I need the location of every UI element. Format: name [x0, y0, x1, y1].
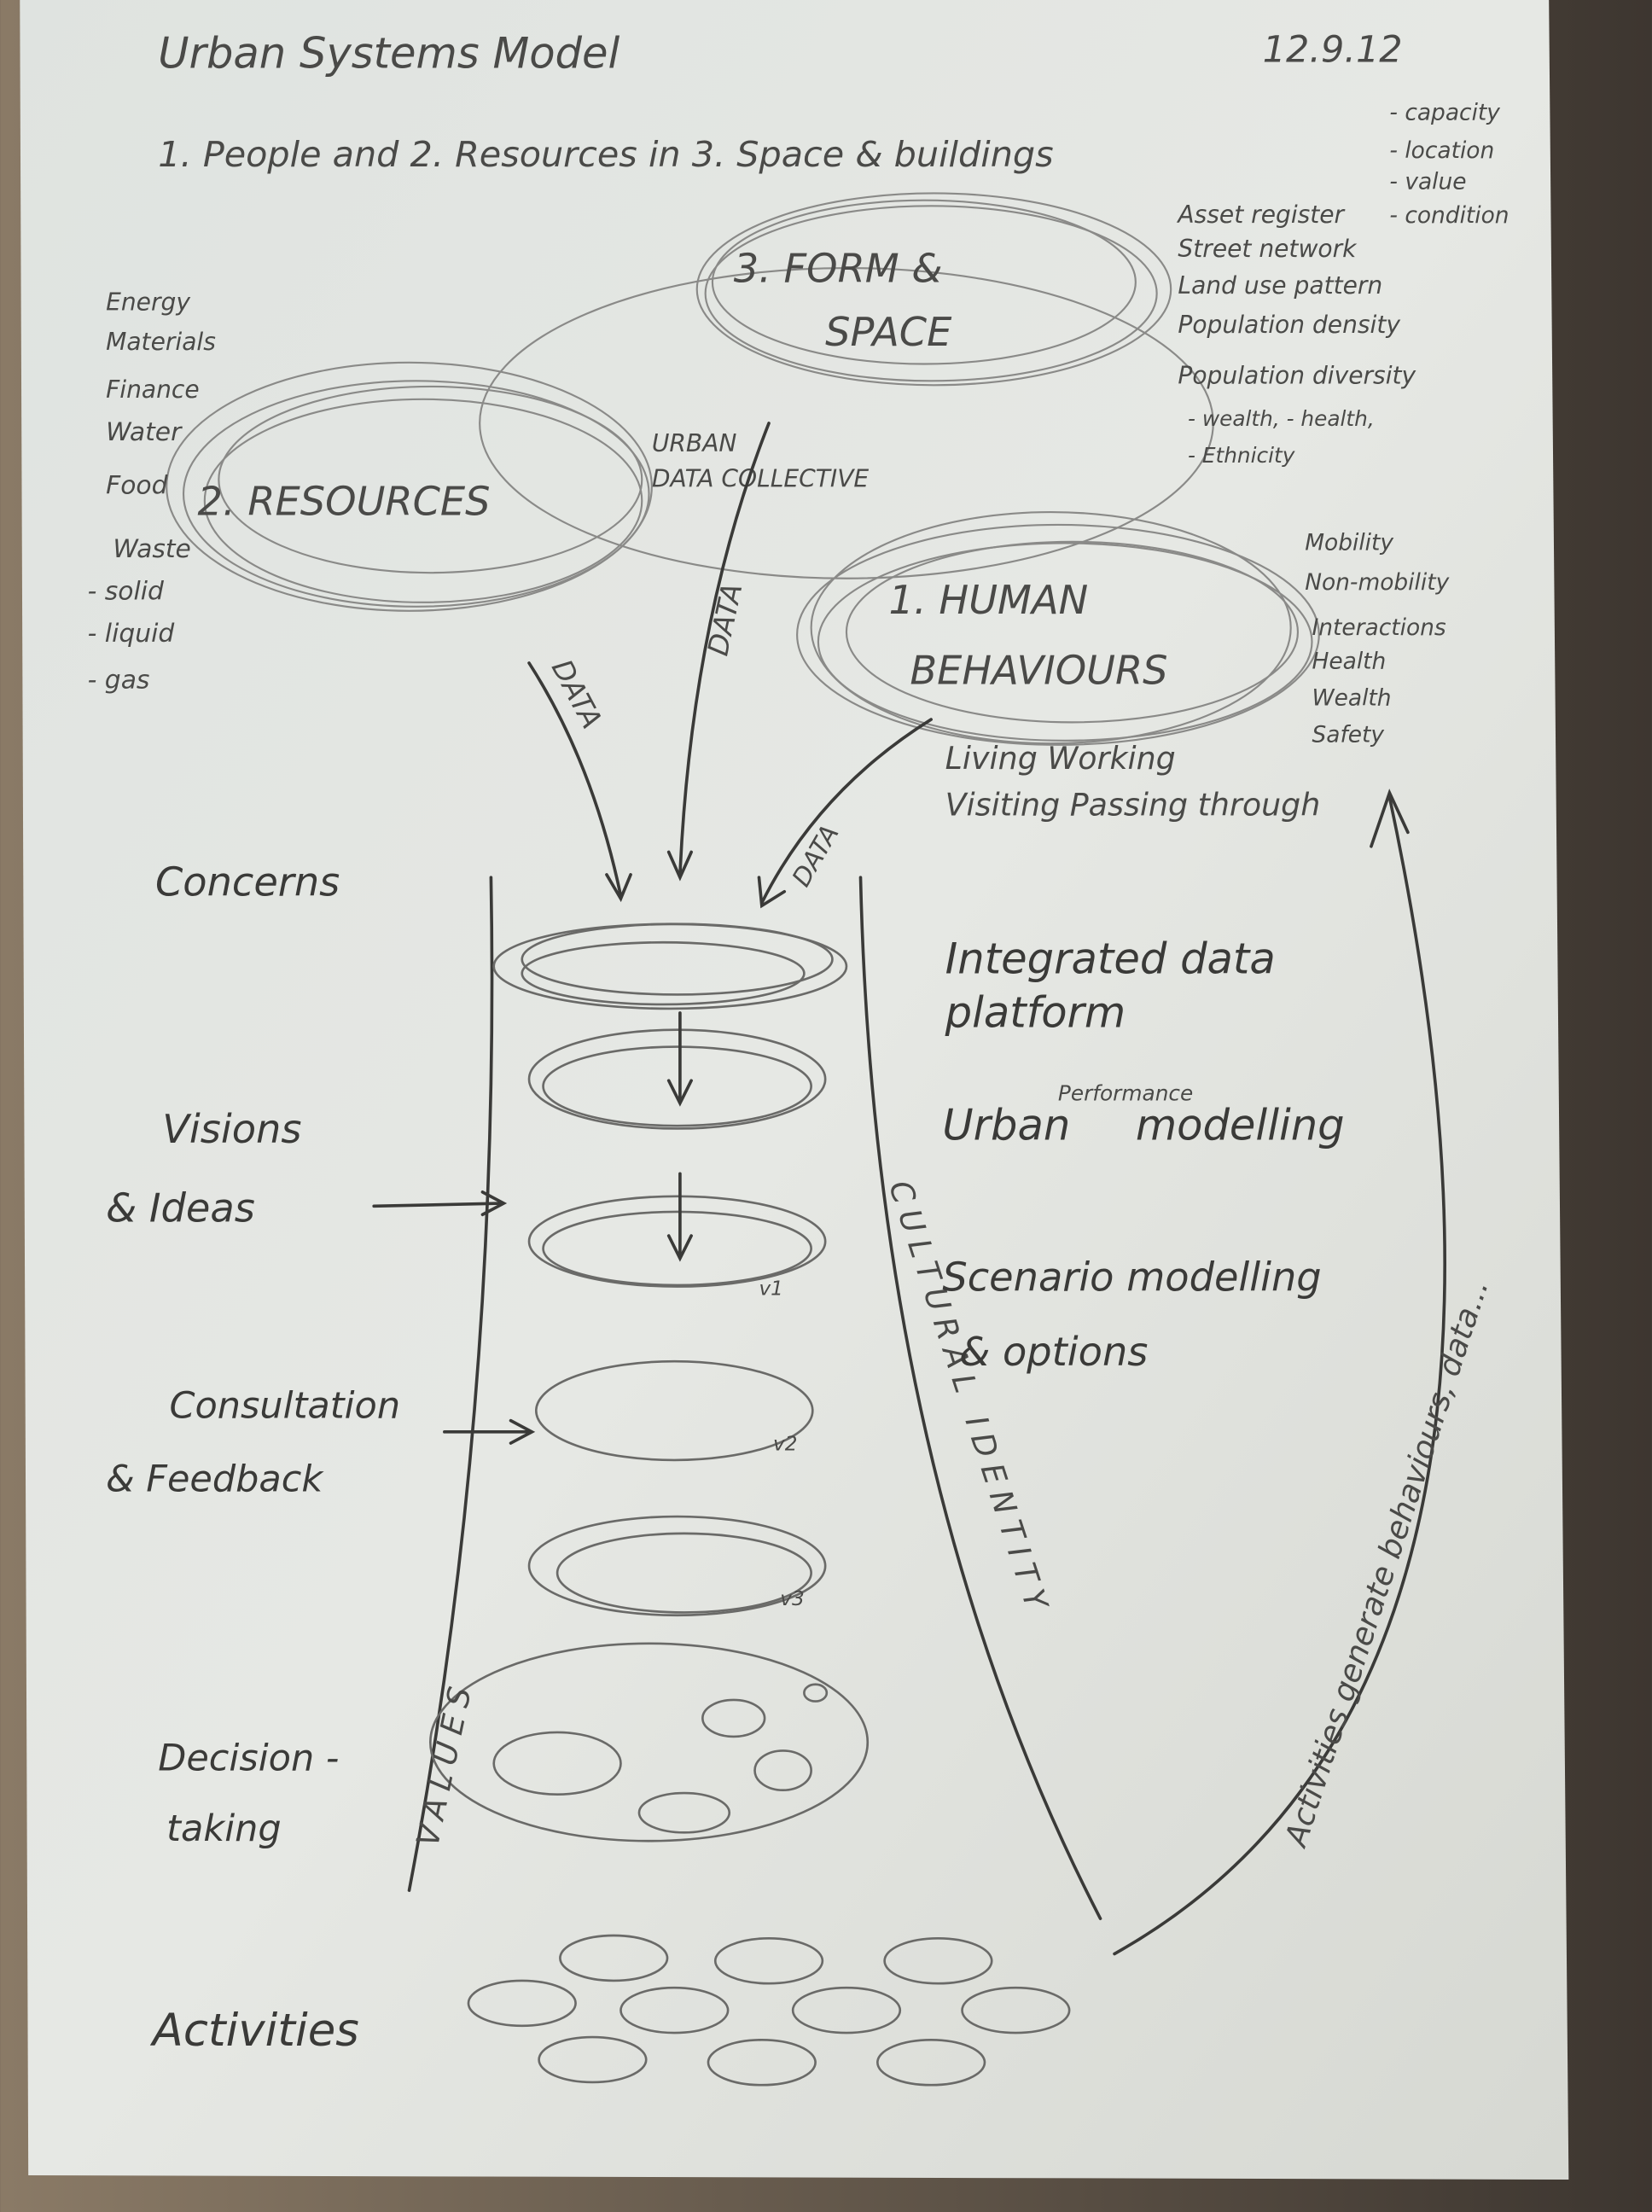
svg-text:Integrated data: Integrated data — [945, 934, 1276, 984]
form-space-label: 3. FORM & — [734, 246, 943, 292]
paper-sheet — [20, 0, 1569, 2180]
svg-text:taking: taking — [166, 1807, 282, 1850]
svg-text:- gas: - gas — [88, 666, 150, 696]
svg-text:- wealth, - health,: - wealth, - health, — [1188, 406, 1375, 431]
resources-list: Energy Materials Finance Water Food Wast… — [88, 288, 217, 696]
human-behaviours-cluster: 1. HUMAN BEHAVIOURS — [796, 510, 1320, 746]
diagram-subtitle: 1. People and 2. Resources in 3. Space &… — [158, 134, 1053, 175]
svg-text:platform: platform — [945, 987, 1126, 1037]
svg-text:Health: Health — [1312, 649, 1386, 675]
svg-text:Land use pattern: Land use pattern — [1178, 271, 1382, 300]
resources-cluster: 2. RESOURCES — [166, 361, 653, 612]
svg-text:Living Working: Living Working — [945, 740, 1176, 777]
svg-text:Interactions: Interactions — [1312, 614, 1446, 641]
svg-text:- location: - location — [1389, 137, 1494, 164]
version-label: v1 — [759, 1278, 782, 1301]
svg-text:Visiting Passing through: Visiting Passing through — [945, 786, 1321, 823]
svg-text:Waste: Waste — [113, 534, 191, 564]
right-stage-labels: Integrated data platform Urban Performan… — [942, 934, 1344, 1376]
svg-text:Consultation: Consultation — [170, 1384, 401, 1427]
svg-text:Performance: Performance — [1058, 1080, 1193, 1105]
form-space-label-2: SPACE — [825, 309, 952, 355]
svg-text:Safety: Safety — [1312, 722, 1384, 748]
svg-text:Population density: Population density — [1178, 311, 1400, 339]
svg-text:1. HUMAN: 1. HUMAN — [889, 577, 1089, 623]
svg-text:Urban: Urban — [942, 1101, 1070, 1150]
svg-text:- Ethnicity: - Ethnicity — [1188, 443, 1295, 468]
svg-text:Activities: Activities — [150, 2005, 359, 2057]
svg-text:- liquid: - liquid — [88, 619, 176, 649]
svg-text:Concerns: Concerns — [155, 859, 340, 905]
svg-text:& Ideas: & Ideas — [106, 1185, 255, 1231]
svg-text:Visions: Visions — [162, 1106, 301, 1152]
activities-ovals — [467, 1934, 1071, 2087]
svg-text:Mobility: Mobility — [1305, 530, 1393, 556]
svg-text:- condition: - condition — [1389, 202, 1509, 229]
svg-text:Water: Water — [106, 417, 183, 447]
version-label: v3 — [780, 1588, 804, 1610]
svg-text:- capacity: - capacity — [1389, 100, 1500, 126]
svg-text:& options: & options — [959, 1329, 1148, 1375]
human-behaviours-list: Mobility Non-mobility Interactions Healt… — [945, 530, 1450, 824]
svg-text:Non-mobility: Non-mobility — [1305, 569, 1449, 596]
svg-text:Food: Food — [106, 471, 169, 501]
resources-label: 2. RESOURCES — [198, 478, 491, 524]
svg-text:- value: - value — [1389, 169, 1466, 195]
svg-text:Wealth: Wealth — [1312, 685, 1391, 712]
form-space-attributes: - capacity - location - value - conditio… — [1176, 100, 1509, 469]
version-label: v2 — [773, 1433, 797, 1455]
form-space-cluster: 3. FORM & SPACE — [479, 192, 1214, 579]
urban-data-label-1: URBAN — [652, 429, 737, 457]
svg-text:Materials: Materials — [106, 328, 216, 356]
svg-text:- solid: - solid — [88, 577, 165, 607]
left-stage-labels: Concerns Visions & Ideas Consultation & … — [106, 859, 536, 2057]
svg-text:Decision -: Decision - — [158, 1738, 339, 1780]
svg-text:& Feedback: & Feedback — [106, 1458, 324, 1500]
urban-data-label-2: DATA COLLECTIVE — [652, 464, 870, 492]
diagram-date: 12.9.12 — [1263, 29, 1403, 72]
svg-text:Population diversity: Population diversity — [1178, 362, 1416, 390]
svg-text:Asset register: Asset register — [1176, 201, 1345, 229]
svg-text:Finance: Finance — [106, 375, 200, 404]
svg-text:Scenario modelling: Scenario modelling — [942, 1254, 1321, 1301]
svg-text:modelling: modelling — [1136, 1101, 1345, 1150]
svg-text:Energy: Energy — [106, 288, 190, 317]
svg-text:Street network: Street network — [1178, 235, 1358, 263]
diagram-title: Urban Systems Model — [158, 28, 620, 78]
svg-text:BEHAVIOURS: BEHAVIOURS — [910, 648, 1167, 694]
